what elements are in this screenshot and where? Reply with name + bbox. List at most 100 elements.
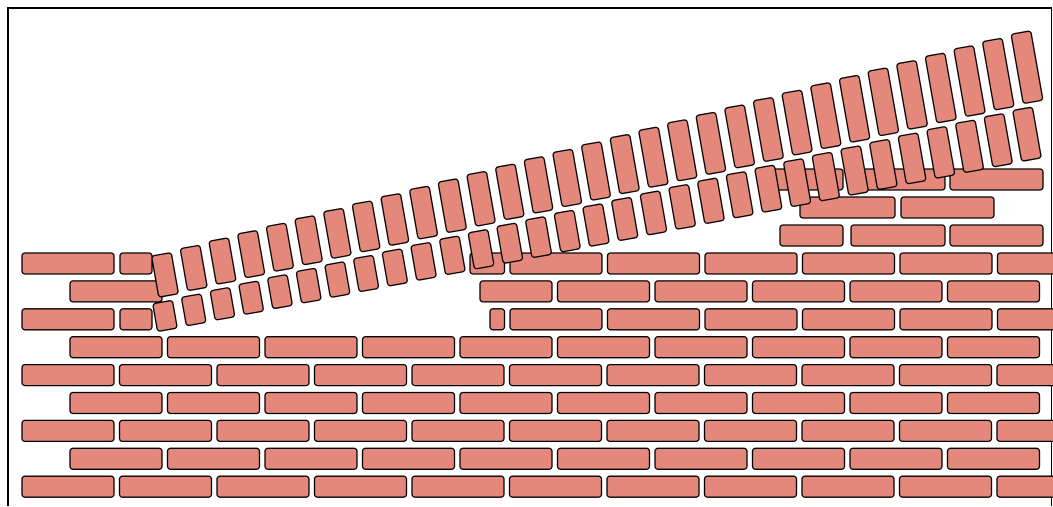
soldier-brick <box>611 197 638 241</box>
brick <box>948 337 1040 358</box>
soldier-brick <box>295 216 323 265</box>
soldier-brick <box>181 294 206 326</box>
soldier-brick <box>955 120 983 173</box>
brick <box>655 281 747 302</box>
brick <box>315 365 407 386</box>
soldier-brick <box>353 255 379 292</box>
soldier-brick <box>352 201 380 252</box>
brick <box>608 309 700 330</box>
brick <box>753 393 845 414</box>
brick <box>803 253 895 274</box>
soldier-brick <box>467 171 496 226</box>
brick <box>850 448 942 469</box>
brick <box>607 420 699 441</box>
brick <box>655 448 747 469</box>
brick <box>753 281 845 302</box>
brick <box>558 337 650 358</box>
brick <box>997 365 1053 386</box>
brick <box>851 225 945 246</box>
brick <box>70 281 162 302</box>
brick <box>705 420 797 441</box>
brick <box>948 448 1040 469</box>
brick <box>850 281 942 302</box>
brick <box>490 309 505 330</box>
soldier-brick <box>810 83 841 149</box>
soldier-brick <box>839 75 870 142</box>
brick <box>265 337 357 358</box>
soldier-brick <box>209 238 236 285</box>
brick <box>412 476 504 497</box>
brick <box>655 393 747 414</box>
brick <box>510 253 602 274</box>
brick <box>363 393 455 414</box>
brick <box>900 476 992 497</box>
brick <box>997 476 1053 497</box>
soldier-brick <box>954 46 986 117</box>
brick <box>120 476 212 497</box>
brick <box>22 365 114 386</box>
soldier-brick <box>783 159 811 207</box>
soldier-brick <box>495 164 524 220</box>
soldier-brick <box>896 60 927 129</box>
soldier-brick <box>753 97 783 161</box>
brick <box>168 393 260 414</box>
soldier-brick <box>411 242 437 280</box>
brick <box>315 420 407 441</box>
soldier-brick <box>266 223 294 271</box>
soldier-brick <box>984 113 1013 167</box>
soldier-brick <box>381 193 409 245</box>
soldier-brick <box>639 127 669 188</box>
brick <box>900 420 992 441</box>
brick <box>510 420 602 441</box>
soldier-brick <box>153 300 178 331</box>
brick <box>22 309 114 330</box>
brick <box>705 253 797 274</box>
brick <box>850 393 942 414</box>
soldier-brick <box>438 179 467 233</box>
brick <box>998 253 1053 274</box>
brick <box>460 337 552 358</box>
brick <box>22 420 114 441</box>
brick <box>655 337 747 358</box>
brick <box>510 476 602 497</box>
brick <box>558 448 650 469</box>
soldier-brick <box>726 171 753 218</box>
brick <box>363 448 455 469</box>
brick <box>363 337 455 358</box>
brick <box>558 393 650 414</box>
soldier-brick <box>524 156 553 213</box>
brick <box>168 448 260 469</box>
brick <box>803 309 895 330</box>
soldier-brick <box>812 152 840 201</box>
soldier-brick <box>554 210 580 252</box>
brick <box>948 393 1040 414</box>
brick <box>217 420 309 441</box>
soldier-brick <box>725 105 755 168</box>
brick <box>900 365 992 386</box>
soldier-brick <box>640 191 667 235</box>
brick <box>900 253 992 274</box>
brick <box>948 281 1040 302</box>
brick <box>800 197 895 218</box>
brick <box>780 225 843 246</box>
brick <box>480 281 552 302</box>
soldier-brick <box>610 134 640 194</box>
soldier-brick <box>697 178 724 224</box>
soldier-brick <box>782 90 813 155</box>
brick <box>265 393 357 414</box>
brick <box>901 197 994 218</box>
soldier-brick <box>583 204 610 247</box>
soldier-brick <box>237 230 264 277</box>
soldier-brick <box>210 287 235 320</box>
brick <box>607 476 699 497</box>
brick <box>120 420 212 441</box>
brick <box>120 309 152 330</box>
soldier-brick <box>267 275 292 309</box>
soldier-brick <box>553 149 582 207</box>
brick <box>997 420 1053 441</box>
brick <box>802 476 894 497</box>
brick <box>412 420 504 441</box>
soldier-brick <box>323 208 351 258</box>
soldier-brick <box>325 262 350 298</box>
